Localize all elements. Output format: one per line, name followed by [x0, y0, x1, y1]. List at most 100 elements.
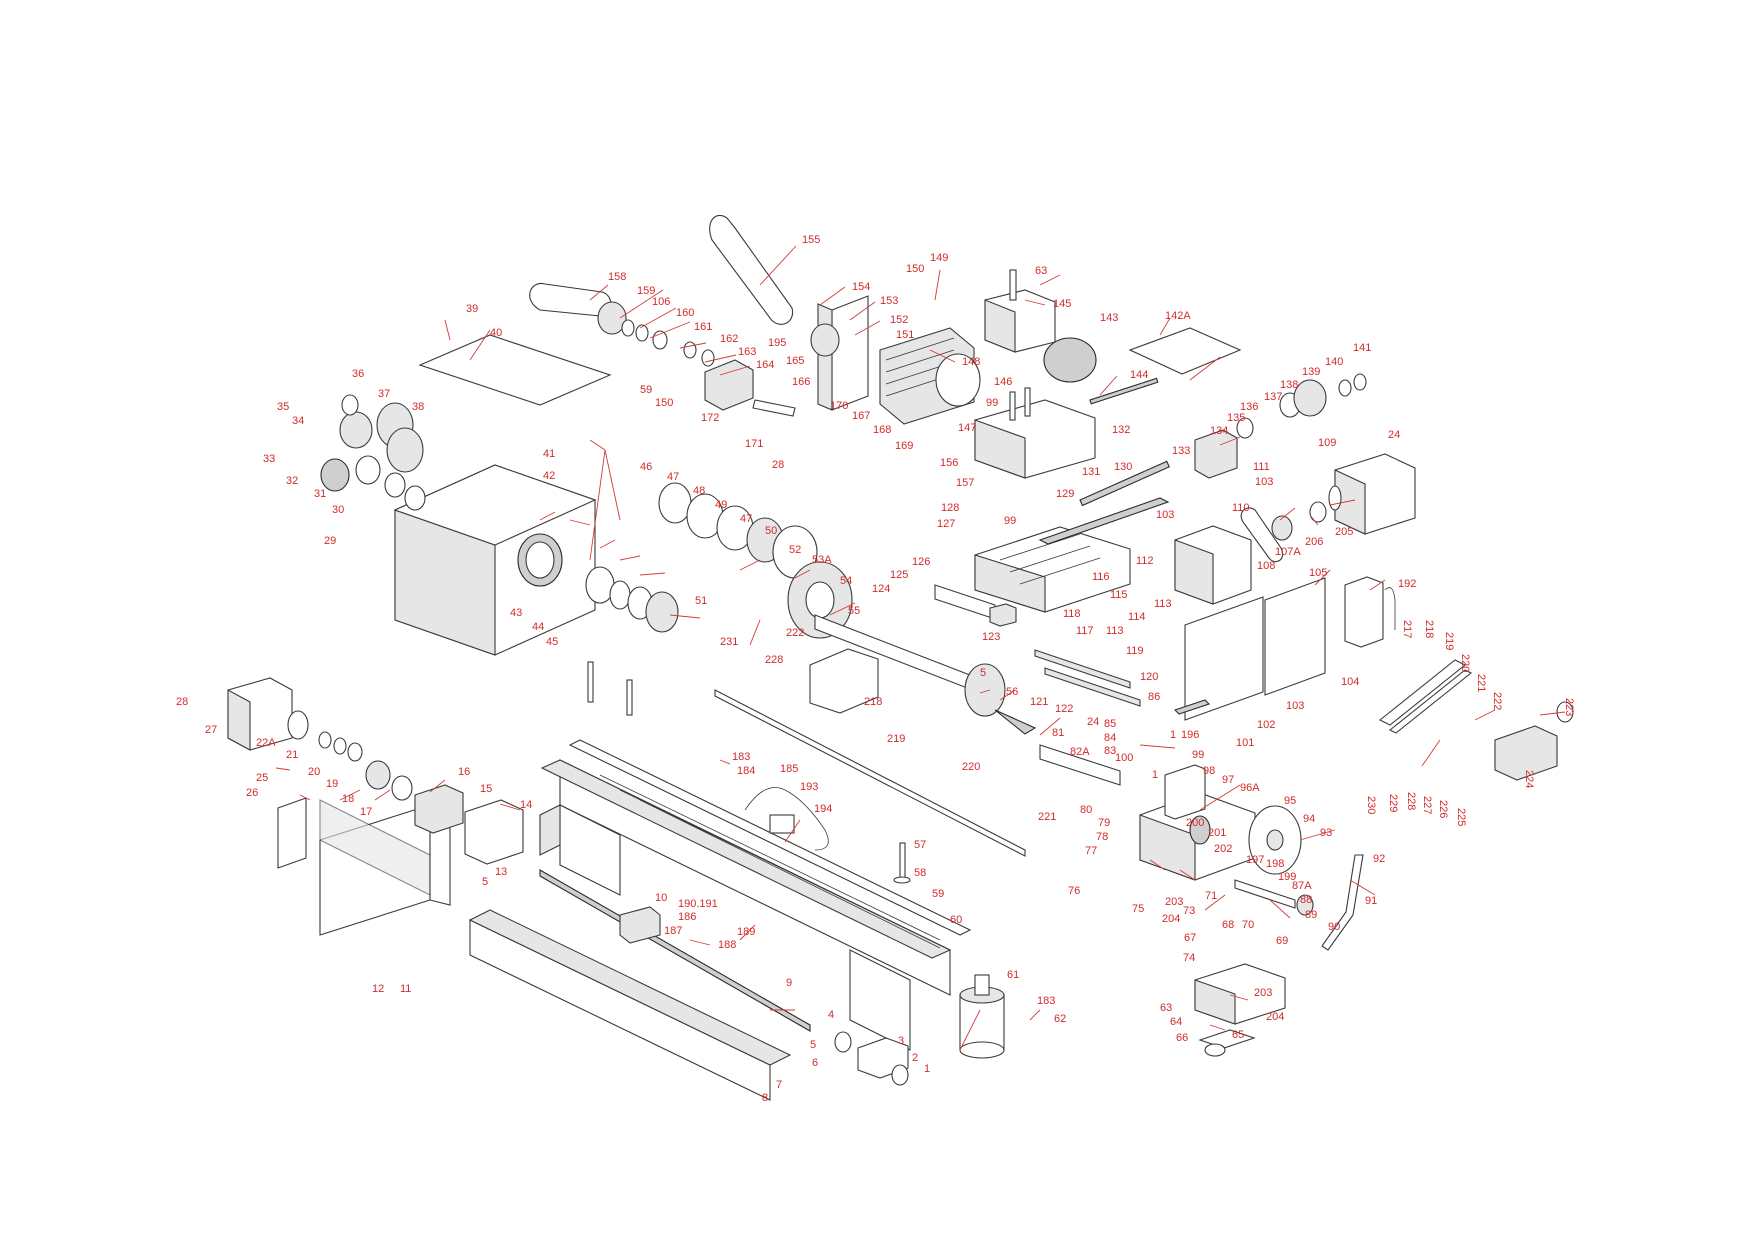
callout: 100 [1115, 752, 1133, 764]
callout: 104 [1341, 676, 1359, 688]
callout: 8 [762, 1092, 768, 1104]
callout: 131 [1082, 466, 1100, 478]
callout: 56 [1006, 686, 1018, 698]
callout: 167 [852, 410, 870, 422]
callout: 226 [1437, 800, 1449, 818]
callout: 19 [326, 778, 338, 790]
callout: 107A [1275, 546, 1301, 558]
washer-58 [893, 876, 911, 884]
callout: 65 [1232, 1029, 1244, 1041]
callout: 109 [1318, 437, 1336, 449]
callout: 101 [1236, 737, 1254, 749]
callout: 95 [1284, 795, 1296, 807]
plate-26 [277, 797, 307, 869]
callout: 129 [1056, 488, 1074, 500]
callout: 42 [543, 470, 555, 482]
callout: 73 [1183, 905, 1195, 917]
carriage-saddle [974, 497, 1170, 613]
callout: 37 [378, 388, 390, 400]
callout: 24 [1388, 429, 1400, 441]
callout: 86 [1148, 691, 1160, 703]
callout: 196 [1181, 729, 1199, 741]
callout: 125 [890, 569, 908, 581]
callout: 28 [772, 459, 784, 471]
coupling-stack-left [318, 731, 413, 801]
handwheel-95-hub [1266, 829, 1284, 851]
callout: 74 [1183, 952, 1195, 964]
flange-53A-bore [805, 581, 835, 619]
callout: 113 [1154, 598, 1172, 610]
callout: 38 [412, 401, 424, 413]
parts-drawing [227, 214, 1574, 1101]
callout: 133 [1172, 445, 1190, 457]
callout: 46 [640, 461, 652, 473]
callout: 47 [740, 513, 752, 525]
terminal-block-194 [769, 814, 795, 834]
callout: 69 [1276, 935, 1288, 947]
callout: 2 [912, 1052, 918, 1064]
callout: 85 [1104, 718, 1116, 730]
callout: 33 [263, 453, 275, 465]
callout: 112 [1136, 555, 1154, 567]
callout: 217 [1401, 620, 1413, 638]
tailstock-body [1139, 764, 1256, 881]
callout: 220 [962, 761, 980, 773]
callout: 94 [1303, 813, 1315, 825]
callout: 168 [873, 424, 891, 436]
callout: 136 [1240, 401, 1258, 413]
callout: 202 [1214, 843, 1232, 855]
callout: 53A [812, 554, 832, 566]
callout: 166 [792, 376, 810, 388]
callout: 99 [1192, 749, 1204, 761]
callout: 105 [1309, 567, 1327, 579]
block-123 [989, 603, 1017, 627]
callout: 5 [980, 667, 986, 679]
lever-91 [1321, 854, 1364, 951]
callout: 144 [1130, 369, 1148, 381]
coolant-pump-61 [959, 974, 1005, 1059]
callout: 150 [655, 397, 673, 409]
callout: 30 [332, 504, 344, 516]
callout: 110 [1232, 502, 1250, 514]
nut-88 [1296, 894, 1314, 916]
callout: 123 [982, 631, 1000, 643]
compound-slide [974, 387, 1096, 479]
callout: 157 [956, 477, 974, 489]
callout: 50 [765, 525, 777, 537]
callout: 96A [1240, 782, 1260, 794]
callout: 158 [608, 271, 626, 283]
callout: 58 [914, 867, 926, 879]
callout: 97 [1222, 774, 1234, 786]
callout: 145 [1053, 298, 1071, 310]
callout: 228 [1405, 792, 1417, 810]
quill-81 [1039, 744, 1121, 786]
callout: 154 [852, 281, 870, 293]
callout: 205 [1335, 526, 1353, 538]
callout: 198 [1266, 858, 1284, 870]
bearing-housing-14 [464, 799, 524, 865]
callout: 1 [1152, 769, 1158, 781]
bolt-bed-1 [587, 661, 594, 703]
callout: 103 [1255, 476, 1273, 488]
callout: 17 [360, 806, 372, 818]
stepper-motor-top-right [1328, 453, 1416, 535]
tool-post [984, 269, 1097, 383]
callout: 99 [986, 397, 998, 409]
callout: 87A [1292, 880, 1312, 892]
callout: 122 [1055, 703, 1073, 715]
callout: 192 [1398, 578, 1416, 590]
callout: 44 [532, 621, 544, 633]
callout: 92 [1373, 853, 1385, 865]
bolt-bed-2 [626, 679, 633, 716]
callout: 190.191 [678, 898, 718, 910]
callout: 81 [1052, 727, 1064, 739]
callout: 155 [802, 234, 820, 246]
callout: 162 [720, 333, 738, 345]
callout: 106 [652, 296, 670, 308]
callout: 224 [1523, 770, 1535, 788]
callout: 114 [1128, 611, 1146, 623]
callout: 139 [1302, 366, 1320, 378]
motor-bracket [810, 295, 869, 411]
callout: 115 [1110, 589, 1128, 601]
callout: 36 [352, 368, 364, 380]
